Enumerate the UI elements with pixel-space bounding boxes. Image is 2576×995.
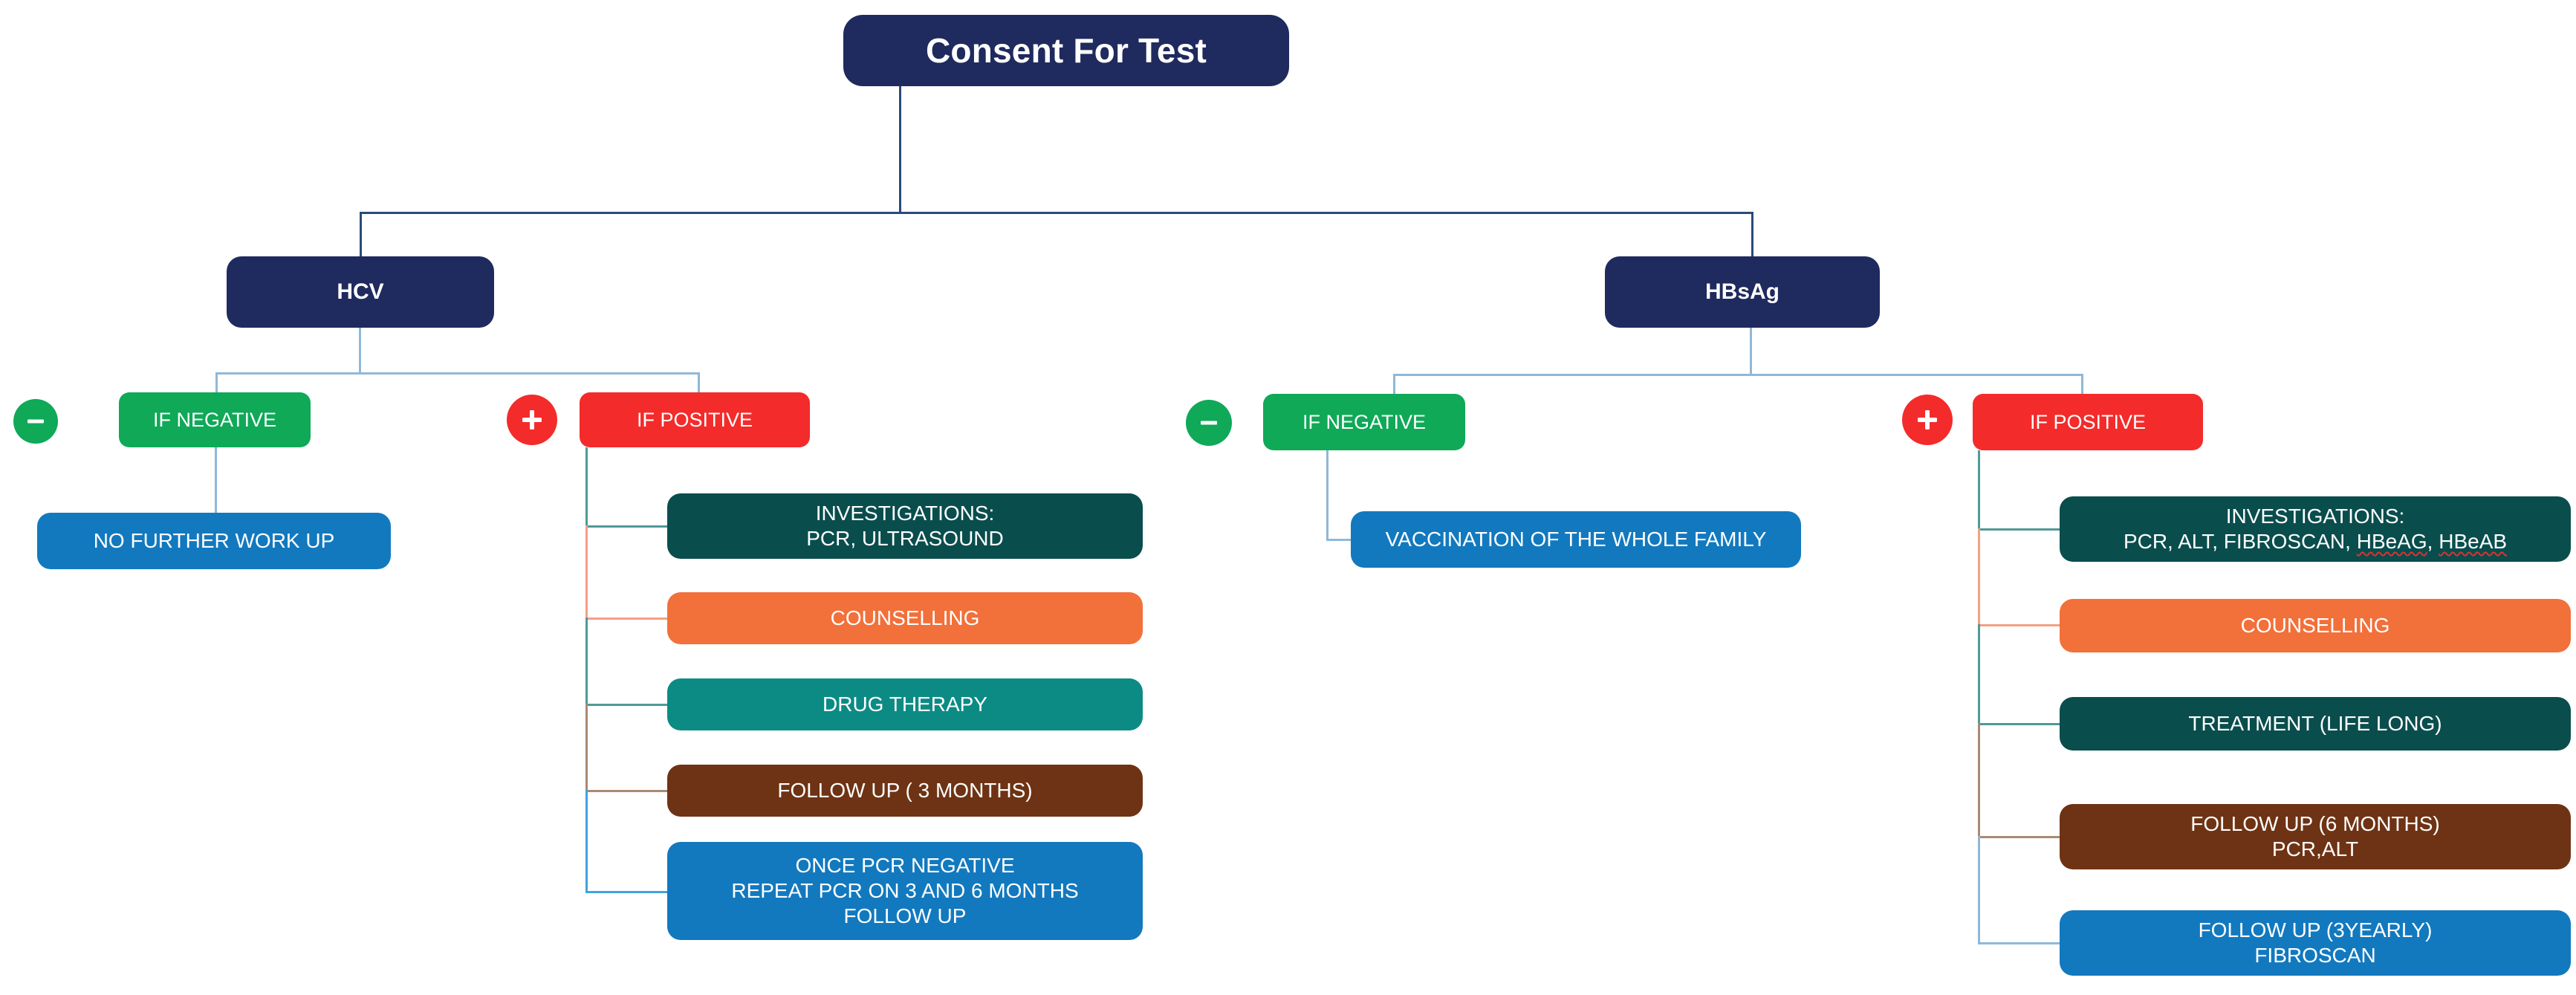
node-label-line-2: PCR, ULTRASOUND xyxy=(806,527,1004,550)
node-label-line-1: INVESTIGATIONS: xyxy=(2225,504,2405,528)
misspelled-hbeag: HBeAG xyxy=(2356,530,2427,553)
node-hbsag-counselling[interactable]: COUNSELLING xyxy=(2060,599,2571,652)
node-label-line-1: ONCE PCR NEGATIVE xyxy=(795,853,1015,877)
node-hbsag-follow-up-6-months[interactable]: FOLLOW UP (6 MONTHS) PCR,ALT xyxy=(2060,804,2571,869)
minus-badge-hcv xyxy=(13,399,58,444)
connector-hbsag-pos-1-horz xyxy=(1978,528,2060,531)
node-hcv-if-positive[interactable]: IF POSITIVE xyxy=(580,392,810,447)
node-hcv-if-negative[interactable]: IF NEGATIVE xyxy=(119,392,311,447)
node-hcv[interactable]: HCV xyxy=(227,256,494,328)
node-no-further-work-up[interactable]: NO FURTHER WORK UP xyxy=(37,513,391,569)
node-label: NO FURTHER WORK UP xyxy=(93,528,335,552)
investigations-separator: , xyxy=(2427,530,2439,553)
node-consent-for-test[interactable]: Consent For Test xyxy=(843,15,1289,86)
investigations-text: PCR, ALT, FIBROSCAN, xyxy=(2123,530,2357,553)
minus-icon xyxy=(1201,421,1217,425)
node-label: IF POSITIVE xyxy=(636,408,753,431)
node-hbsag-if-negative[interactable]: IF NEGATIVE xyxy=(1263,394,1465,450)
node-hbsag[interactable]: HBsAg xyxy=(1605,256,1880,328)
connector-hbsag-pos-2-vert xyxy=(1978,528,1980,625)
connector-hcv-pos-1-horz xyxy=(585,525,667,528)
node-label: IF POSITIVE xyxy=(2029,410,2147,433)
node-label: COUNSELLING xyxy=(830,606,980,629)
connector-hcv-negative-stem xyxy=(215,447,217,514)
node-label-line-2: REPEAT PCR ON 3 AND 6 MONTHS xyxy=(731,878,1079,902)
node-label: VACCINATION OF THE WHOLE FAMILY xyxy=(1385,527,1767,551)
connector-hbsag-pos-5-vert xyxy=(1978,836,1980,944)
plus-badge-hbsag xyxy=(1902,395,1953,445)
connector-hbsag-pos-4-vert xyxy=(1978,723,1980,837)
connector-hbsag-negative-horz xyxy=(1326,539,1353,541)
plus-icon xyxy=(522,410,542,430)
connector-hbsag-bus xyxy=(1393,374,2083,376)
node-label: DRUG THERAPY xyxy=(823,692,987,716)
connector-hbsag-stem xyxy=(1750,328,1752,374)
connector-hcv-pos-2-horz xyxy=(585,618,667,620)
node-label-line-1: FOLLOW UP (3YEARLY) xyxy=(2198,918,2433,941)
node-hcv-once-pcr-negative[interactable]: ONCE PCR NEGATIVE REPEAT PCR ON 3 AND 6 … xyxy=(667,842,1143,940)
connector-hbsag-pos-4-horz xyxy=(1978,836,2060,838)
node-hbsag-if-positive[interactable]: IF POSITIVE xyxy=(1973,394,2203,450)
connector-hcv-pos-5-horz xyxy=(585,891,667,893)
connector-hcv-pos-1-vert xyxy=(585,447,588,526)
node-hbsag-follow-up-3-yearly[interactable]: FOLLOW UP (3YEARLY) FIBROSCAN xyxy=(2060,910,2571,976)
node-label: IF NEGATIVE xyxy=(152,408,277,431)
node-label: HBsAg xyxy=(1704,279,1779,304)
connector-hcv-pos-3-vert xyxy=(585,618,588,704)
node-label: HCV xyxy=(337,279,384,304)
connector-hcv-pos-4-horz xyxy=(585,790,667,792)
node-label-line-2: PCR,ALT xyxy=(2271,837,2359,861)
connector-root-to-hcv xyxy=(360,212,362,258)
plus-icon xyxy=(1918,410,1937,430)
minus-icon xyxy=(27,419,44,424)
connector-hcv-pos-2-vert xyxy=(585,525,588,618)
node-hcv-investigations[interactable]: INVESTIGATIONS: PCR, ULTRASOUND xyxy=(667,493,1143,559)
node-label-line-2: FIBROSCAN xyxy=(2254,944,2376,967)
node-label: COUNSELLING xyxy=(2240,613,2390,637)
node-label-line-2: PCR, ALT, FIBROSCAN, HBeAG, HBeAB xyxy=(2067,529,2563,554)
connector-hbsag-pos-3-vert xyxy=(1978,624,1980,724)
node-hbsag-investigations[interactable]: INVESTIGATIONS: PCR, ALT, FIBROSCAN, HBe… xyxy=(2060,496,2571,562)
connector-hbsag-negative-vert xyxy=(1326,450,1328,539)
connector-hbsag-pos-2-horz xyxy=(1978,624,2060,626)
node-vaccination-whole-family[interactable]: VACCINATION OF THE WHOLE FAMILY xyxy=(1351,511,1801,568)
node-label: TREATMENT (LIFE LONG) xyxy=(2188,711,2442,735)
node-hbsag-treatment-life-long[interactable]: TREATMENT (LIFE LONG) xyxy=(2060,697,2571,751)
connector-root-stem xyxy=(899,85,901,213)
node-label-line-1: INVESTIGATIONS: xyxy=(815,501,995,525)
connector-hbsag-pos-1-vert xyxy=(1978,450,1980,529)
node-label: Consent For Test xyxy=(925,30,1207,70)
plus-badge-hcv xyxy=(507,395,557,445)
connector-hcv-pos-4-vert xyxy=(585,704,588,791)
connector-hbsag-pos-3-horz xyxy=(1978,723,2060,725)
node-label: FOLLOW UP ( 3 MONTHS) xyxy=(777,778,1033,802)
node-label: IF NEGATIVE xyxy=(1302,410,1427,433)
node-hcv-counselling[interactable]: COUNSELLING xyxy=(667,592,1143,644)
connector-hcv-bus xyxy=(215,372,700,375)
minus-badge-hbsag xyxy=(1186,400,1232,446)
connector-hcv-stem xyxy=(359,328,361,374)
connector-root-bus xyxy=(360,212,1753,214)
connector-root-to-hbsag xyxy=(1751,212,1753,258)
node-label-line-1: FOLLOW UP (6 MONTHS) xyxy=(2190,811,2440,835)
node-hcv-drug-therapy[interactable]: DRUG THERAPY xyxy=(667,678,1143,730)
connector-hcv-pos-3-horz xyxy=(585,704,667,706)
misspelled-hbeab: HBeAB xyxy=(2439,530,2508,553)
connector-hbsag-pos-5-horz xyxy=(1978,942,2060,944)
connector-hcv-pos-5-vert xyxy=(585,790,588,892)
node-hcv-follow-up-3-months[interactable]: FOLLOW UP ( 3 MONTHS) xyxy=(667,765,1143,817)
node-label-line-3: FOLLOW UP xyxy=(843,904,967,928)
